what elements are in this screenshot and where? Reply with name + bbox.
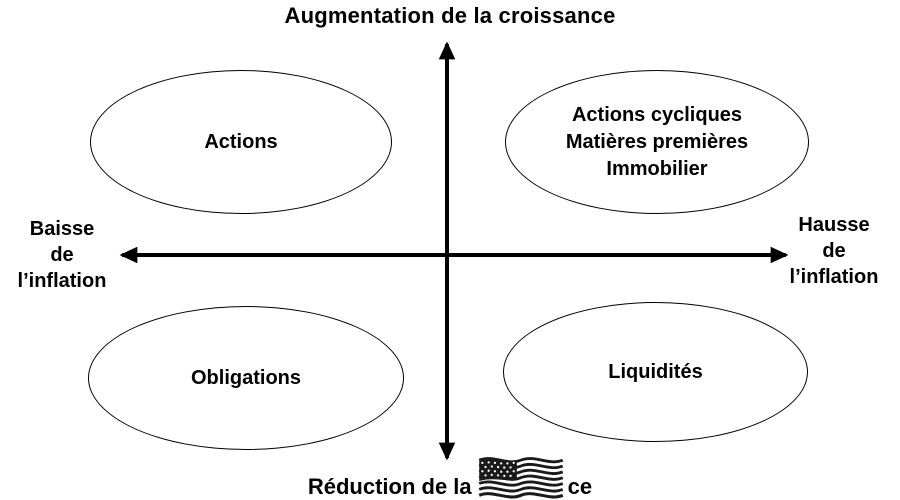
bottom-axis-label-prefix: Réduction de la [307,474,472,499]
ellipse-actions: Actions [90,70,392,214]
left-axis-label-line: Baisse [29,218,95,240]
quadrant-label-liquidites: Liquidités [608,360,703,383]
left-axis-label: Baisse de l’inflation [4,216,120,294]
us-flag-icon [477,457,564,499]
left-axis-label-line: de [50,244,74,266]
ellipse-actions-cycliques: Actions cycliques Matières premières Imm… [505,70,809,214]
right-axis-label: Hausse de l’inflation [772,212,896,290]
quadrant-label-actions: Actions [204,130,278,153]
bottom-axis-label: Réduction de la [0,454,900,500]
bottom-axis-label-suffix: ce [567,474,593,499]
quadrant-label-line: Matières premières [565,130,749,153]
right-axis-label-line: Hausse [798,214,870,236]
quadrant-label-line: Actions cycliques [571,103,743,126]
top-axis-label: Augmentation de la croissance [284,3,616,28]
ellipse-liquidites: Liquidités [503,302,808,442]
ellipse-obligations: Obligations [88,306,404,450]
right-axis-label-line: de [822,240,846,262]
left-axis-label-line: l’inflation [17,270,107,292]
quadrant-label-obligations: Obligations [191,366,301,389]
right-axis-label-line: l’inflation [789,266,879,288]
quadrant-label-line: Immobilier [606,157,708,180]
